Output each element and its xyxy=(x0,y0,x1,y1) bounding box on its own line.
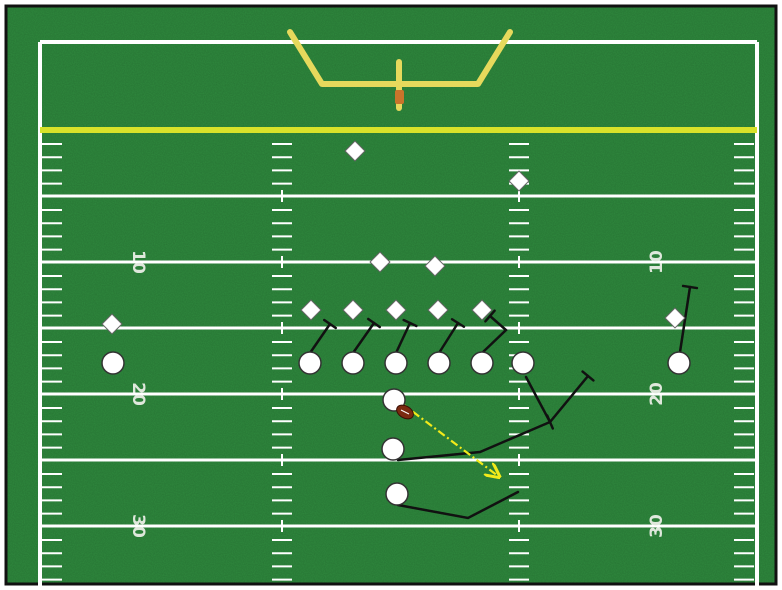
offense-player-circle[interactable] xyxy=(512,352,534,374)
offense-player-circle[interactable] xyxy=(382,438,404,460)
offense-player-circle[interactable] xyxy=(102,352,124,374)
yard-number-left: 20 xyxy=(128,382,148,406)
offense-player-circle[interactable] xyxy=(668,352,690,374)
offense-player-circle[interactable] xyxy=(342,352,364,374)
offense-player-circle[interactable] xyxy=(428,352,450,374)
offense-player-circle[interactable] xyxy=(385,352,407,374)
offense-player-circle[interactable] xyxy=(299,352,321,374)
offense-player-circle[interactable] xyxy=(471,352,493,374)
yard-number-right: 20 xyxy=(647,382,667,406)
yard-number-right: 10 xyxy=(647,250,667,274)
offense-player-circle[interactable] xyxy=(386,483,408,505)
goalpost-base xyxy=(395,90,404,104)
yard-number-left: 10 xyxy=(128,250,148,274)
yard-number-left: 30 xyxy=(128,514,148,538)
yard-number-right: 30 xyxy=(647,514,667,538)
